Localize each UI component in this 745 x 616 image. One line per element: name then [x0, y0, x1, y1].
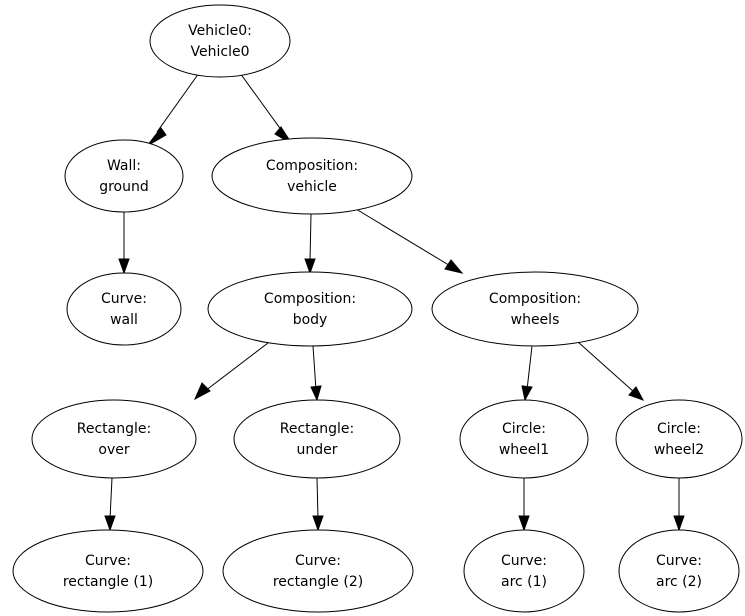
graph-edge-rectangle_over-to-curve_rectangle_1 — [104, 477, 116, 532]
node-label-name: vehicle — [287, 179, 337, 195]
edge-arrowhead-icon — [310, 385, 322, 402]
node-ellipse-shape[interactable] — [149, 4, 291, 78]
edge-arrowhead-icon — [518, 515, 530, 532]
graph-node-vehicle0[interactable]: Vehicle0: Vehicle0 — [149, 4, 291, 78]
graph-edge-composition_vehicle-to-composition_body — [304, 213, 316, 275]
graph-node-rectangle_over[interactable]: Rectangle: over — [31, 399, 197, 479]
edge-line — [316, 477, 319, 520]
node-label-type: Curve: — [85, 553, 131, 569]
edge-line — [204, 342, 269, 392]
graph-edge-composition_wheels-to-circle_wheel1 — [521, 345, 533, 402]
graph-edge-circle_wheel2-to-curve_arc_2 — [673, 478, 685, 532]
graph-node-composition_wheels[interactable]: Composition: wheels — [431, 271, 639, 347]
node-label-type: Circle: — [502, 421, 546, 437]
node-label-type: Curve: — [295, 553, 341, 569]
node-label-type: Composition: — [266, 158, 358, 174]
edge-arrowhead-icon — [521, 385, 533, 402]
edge-line — [312, 345, 317, 391]
node-ellipse-shape[interactable] — [615, 399, 743, 479]
graph-edge-wall_ground-to-curve_wall — [118, 212, 130, 275]
node-label-type: Rectangle: — [280, 421, 354, 437]
node-label-type: Vehicle0: — [188, 23, 252, 39]
graph-edge-rectangle_under-to-curve_rectangle_2 — [312, 477, 324, 532]
node-label-type: Curve: — [656, 553, 702, 569]
edge-arrowhead-icon — [193, 382, 211, 401]
node-label-type: Curve: — [101, 291, 147, 307]
node-label-type: Composition: — [489, 291, 581, 307]
edge-arrowhead-icon — [628, 386, 645, 401]
graph-node-curve_rectangle_1[interactable]: Curve: rectangle (1) — [12, 529, 204, 613]
node-ellipse-shape[interactable] — [31, 399, 197, 479]
graph-node-composition_vehicle[interactable]: Composition: vehicle — [211, 137, 413, 215]
node-label-name: over — [98, 442, 129, 458]
node-label-name: rectangle (1) — [63, 574, 153, 590]
graph-edge-composition_body-to-rectangle_under — [310, 345, 322, 402]
graph-edge-vehicle0-to-composition_vehicle — [239, 72, 293, 145]
node-label-type: Curve: — [501, 553, 547, 569]
node-ellipse-shape[interactable] — [463, 529, 585, 613]
node-label-name: wheels — [511, 312, 560, 328]
graph-node-wall_ground[interactable]: Wall: ground — [64, 139, 184, 213]
node-label-name: ground — [99, 179, 149, 195]
node-label-name: body — [293, 312, 328, 328]
graph-node-curve_arc_1[interactable]: Curve: arc (1) — [463, 529, 585, 613]
edge-arrowhead-icon — [118, 258, 130, 275]
node-label-name: wheel2 — [654, 442, 704, 458]
edge-arrowhead-icon — [146, 127, 167, 147]
graph-node-circle_wheel1[interactable]: Circle: wheel1 — [459, 399, 589, 479]
node-label-type: Wall: — [107, 158, 141, 174]
graph-node-curve_wall[interactable]: Curve: wall — [66, 272, 182, 346]
edge-line — [526, 345, 533, 391]
node-label-type: Composition: — [264, 291, 356, 307]
node-label-name: wheel1 — [499, 442, 549, 458]
edge-line — [309, 213, 312, 263]
edge-arrowhead-icon — [304, 258, 316, 275]
node-ellipse-shape[interactable] — [207, 271, 413, 347]
graph-node-rectangle_under[interactable]: Rectangle: under — [233, 399, 401, 479]
edge-line — [156, 72, 200, 133]
graph-edge-composition_body-to-rectangle_over — [193, 342, 269, 401]
edge-line — [355, 208, 453, 268]
node-ellipse-shape[interactable] — [12, 529, 204, 613]
graph-edge-composition_vehicle-to-composition_wheels — [355, 208, 464, 274]
node-label-type: Rectangle: — [77, 421, 151, 437]
node-label-name: arc (1) — [501, 574, 547, 590]
node-ellipse-shape[interactable] — [459, 399, 589, 479]
node-ellipse-shape[interactable] — [222, 529, 414, 613]
node-label-type: Circle: — [657, 421, 701, 437]
node-ellipse-shape[interactable] — [64, 139, 184, 213]
edge-line — [577, 341, 635, 393]
node-label-name: wall — [110, 312, 138, 328]
node-ellipse-shape[interactable] — [211, 137, 413, 215]
edge-arrowhead-icon — [104, 515, 116, 532]
node-label-name: arc (2) — [656, 574, 702, 590]
node-label-name: under — [296, 442, 337, 458]
graph-node-curve_arc_2[interactable]: Curve: arc (2) — [618, 529, 740, 613]
edge-arrowhead-icon — [312, 515, 324, 532]
graph-node-curve_rectangle_2[interactable]: Curve: rectangle (2) — [222, 529, 414, 613]
node-ellipse-shape[interactable] — [66, 272, 182, 346]
node-label-name: Vehicle0 — [191, 44, 250, 60]
edge-arrowhead-icon — [444, 259, 464, 274]
graph-node-composition_body[interactable]: Composition: body — [207, 271, 413, 347]
node-ellipse-shape[interactable] — [618, 529, 740, 613]
node-ellipse-shape[interactable] — [431, 271, 639, 347]
graph-edge-vehicle0-to-wall_ground — [146, 72, 200, 147]
edge-line — [109, 477, 113, 520]
graph-edge-composition_wheels-to-circle_wheel2 — [577, 341, 645, 401]
nodes-layer: Vehicle0:Vehicle0Wall:groundComposition:… — [12, 4, 743, 613]
edge-line — [239, 72, 283, 132]
edge-arrowhead-icon — [673, 515, 685, 532]
graph-edge-circle_wheel1-to-curve_arc_1 — [518, 478, 530, 532]
node-ellipse-shape[interactable] — [233, 399, 401, 479]
graph-node-circle_wheel2[interactable]: Circle: wheel2 — [615, 399, 743, 479]
node-label-name: rectangle (2) — [273, 574, 363, 590]
